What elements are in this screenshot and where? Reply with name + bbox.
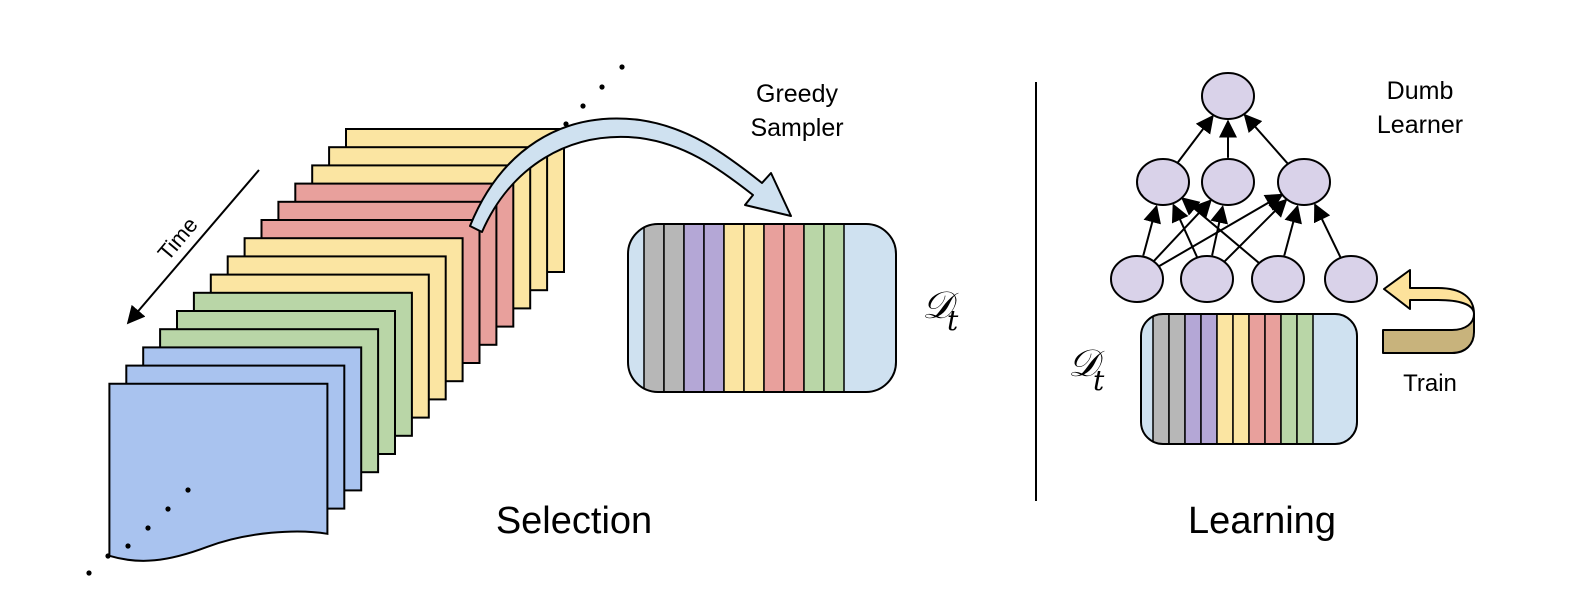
buffer-outline bbox=[627, 223, 897, 393]
buffer-stripe-6 bbox=[763, 224, 785, 392]
buffer-stripe-4 bbox=[723, 224, 745, 392]
edge-6 bbox=[1180, 197, 1261, 265]
buffer-stripe-3 bbox=[703, 224, 725, 392]
buffer-stripe-5 bbox=[743, 224, 765, 392]
node-l2-1 bbox=[1180, 255, 1234, 303]
dataset-symbol-selection: 𝒟 t bbox=[922, 283, 959, 337]
training-buffer-stripe-2 bbox=[1184, 314, 1202, 444]
dumb-label-line1: Dumb bbox=[1387, 77, 1454, 105]
training-buffer-stripe-9 bbox=[1296, 314, 1314, 444]
network-edges bbox=[1142, 113, 1342, 268]
edge-4 bbox=[1210, 204, 1229, 256]
buffer-stripe-7 bbox=[783, 224, 805, 392]
selection-caption: Selection bbox=[496, 500, 652, 542]
node-l1-2 bbox=[1277, 158, 1331, 206]
greedy-label-line1: Greedy bbox=[756, 80, 838, 108]
bottom-ellipsis-dots bbox=[86, 487, 191, 576]
edge-5 bbox=[1223, 198, 1288, 263]
dataset-symbol-learning: 𝒟 t bbox=[1068, 341, 1105, 397]
node-l0-0 bbox=[1201, 72, 1255, 120]
training-buffer-stripe-8 bbox=[1280, 314, 1298, 444]
training-buffer-stripe-5 bbox=[1232, 314, 1250, 444]
frame-stack bbox=[108, 128, 565, 562]
edge-9 bbox=[1176, 114, 1214, 164]
edge-1 bbox=[1152, 199, 1212, 263]
training-buffer-stripe-0 bbox=[1152, 314, 1170, 444]
selected-buffer bbox=[627, 223, 897, 393]
node-l2-0 bbox=[1110, 255, 1164, 303]
edge-11 bbox=[1243, 113, 1289, 165]
dataset-subscript-2: t bbox=[1093, 364, 1105, 397]
dumb-label-line2: Learner bbox=[1377, 111, 1463, 139]
dataset-subscript: t bbox=[947, 304, 959, 337]
training-buffer-stripe-7 bbox=[1264, 314, 1282, 444]
node-l1-1 bbox=[1201, 158, 1255, 206]
training-buffer-outline bbox=[1140, 313, 1358, 445]
training-buffer bbox=[1140, 313, 1358, 445]
network-nodes bbox=[1110, 72, 1378, 303]
node-l1-0 bbox=[1136, 158, 1190, 206]
train-label: Train bbox=[1403, 370, 1457, 397]
training-buffer-stripe-4 bbox=[1216, 314, 1234, 444]
node-l2-2 bbox=[1251, 255, 1305, 303]
greedy-label-line2: Sampler bbox=[750, 114, 843, 142]
edge-7 bbox=[1283, 204, 1302, 256]
edge-0 bbox=[1142, 204, 1161, 256]
training-buffer-stripe-3 bbox=[1200, 314, 1218, 444]
train-arrow bbox=[1382, 269, 1475, 354]
node-l2-3 bbox=[1324, 255, 1378, 303]
edge-8 bbox=[1313, 203, 1342, 258]
buffer-stripe-0 bbox=[643, 224, 665, 392]
time-label: Time bbox=[153, 212, 203, 265]
buffer-stripe-2 bbox=[683, 224, 705, 392]
frame-14 bbox=[108, 382, 329, 562]
greedy-sampler-arrow bbox=[469, 117, 792, 233]
buffer-stripe-8 bbox=[803, 224, 825, 392]
training-buffer-stripe-1 bbox=[1168, 314, 1186, 444]
top-ellipsis-dots bbox=[563, 64, 625, 127]
training-buffer-stripe-6 bbox=[1248, 314, 1266, 444]
buffer-stripe-1 bbox=[663, 224, 685, 392]
edge-3 bbox=[1171, 203, 1198, 258]
buffer-stripe-9 bbox=[823, 224, 845, 392]
time-arrow bbox=[126, 169, 260, 325]
learning-caption: Learning bbox=[1188, 500, 1336, 542]
